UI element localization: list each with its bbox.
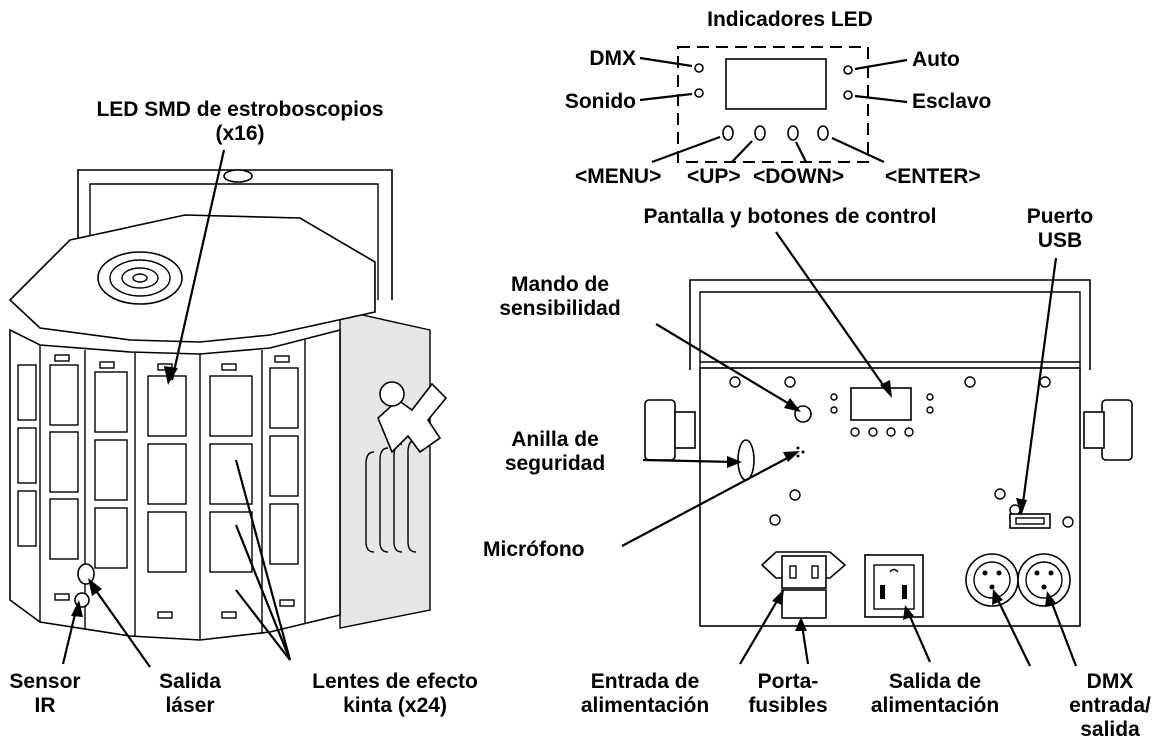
label-mando-line2: sensibilidad	[499, 297, 621, 320]
label-sensor-ir-line2: IR	[34, 694, 56, 717]
label-anilla-line2: seguridad	[504, 452, 606, 475]
label-dmx-io-line3: salida	[1080, 718, 1140, 741]
label-mando-line1: Mando de	[511, 273, 609, 296]
label-indicadores-led: Indicadores LED	[707, 8, 873, 31]
label-led-smd-line1: LED SMD de estroboscopios	[96, 98, 384, 121]
label-dmx-led: DMX	[589, 47, 636, 70]
label-down-button: <DOWN>	[753, 165, 845, 188]
label-menu-button: <MENU>	[575, 165, 662, 188]
label-lentes-line2: kinta (x24)	[343, 694, 447, 717]
label-esclavo-led: Esclavo	[912, 90, 992, 113]
label-lentes-line1: Lentes de efecto	[312, 670, 478, 693]
label-salida-alim-line2: alimentación	[870, 694, 1000, 717]
label-portafusibles-line1: Porta-	[757, 670, 819, 693]
label-entrada-alim-line1: Entrada de	[590, 670, 700, 693]
label-up-button: <UP>	[687, 165, 741, 188]
label-salida-alim-line1: Salida de	[888, 670, 982, 693]
label-puerto-usb-line2: USB	[1037, 229, 1083, 252]
label-microfono: Micrófono	[483, 538, 585, 561]
label-salida-laser-line2: láser	[165, 694, 215, 717]
label-auto-led: Auto	[912, 48, 960, 71]
label-entrada-alim-line2: alimentación	[580, 694, 710, 717]
label-sensor-ir-line1: Sensor	[9, 670, 81, 693]
label-puerto-usb-line1: Puerto	[1026, 205, 1094, 228]
fixture-front-view	[8, 149, 448, 668]
label-dmx-io-line2: entrada/	[1069, 694, 1151, 717]
label-sonido-led: Sonido	[564, 90, 636, 113]
label-dmx-io-line1: DMX	[1086, 670, 1134, 693]
label-led-smd-line2: (x16)	[215, 122, 265, 145]
fixture-back-view	[621, 231, 1133, 667]
label-enter-button: <ENTER>	[885, 165, 981, 188]
label-portafusibles-line2: fusibles	[748, 694, 828, 717]
led-indicator-panel	[639, 46, 908, 164]
label-anilla-line1: Anilla de	[511, 428, 599, 451]
label-pantalla-botones: Pantalla y botones de control	[643, 205, 937, 228]
label-salida-laser-line1: Salida	[159, 670, 221, 693]
